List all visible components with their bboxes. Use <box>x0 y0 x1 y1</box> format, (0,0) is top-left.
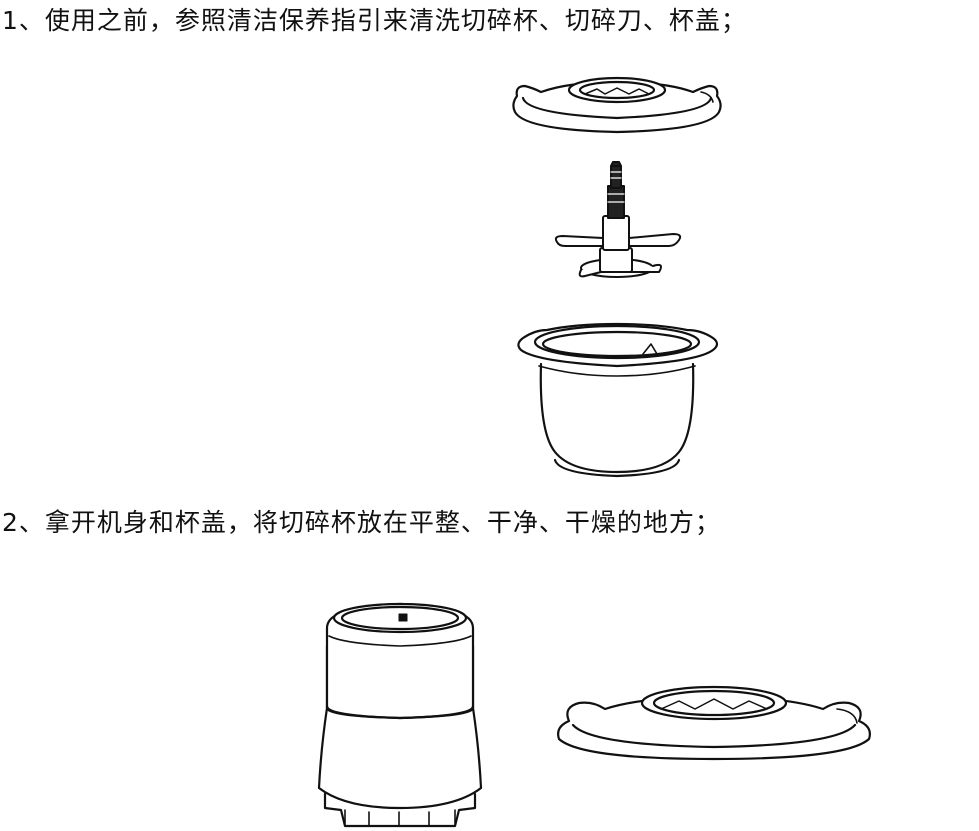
cup-lid-illustration-2 <box>557 685 871 761</box>
step-2-text: 2、拿开机身和杯盖，将切碎杯放在平整、干净、干燥的地方； <box>2 508 721 537</box>
cup-lid-illustration <box>512 76 722 134</box>
step-1-text: 1、使用之前，参照清洁保养指引来清洗切碎杯、切碎刀、杯盖； <box>2 6 747 35</box>
chopping-blade-illustration <box>554 161 682 278</box>
chopping-cup-illustration <box>517 322 719 478</box>
motor-body-illustration <box>317 602 483 828</box>
